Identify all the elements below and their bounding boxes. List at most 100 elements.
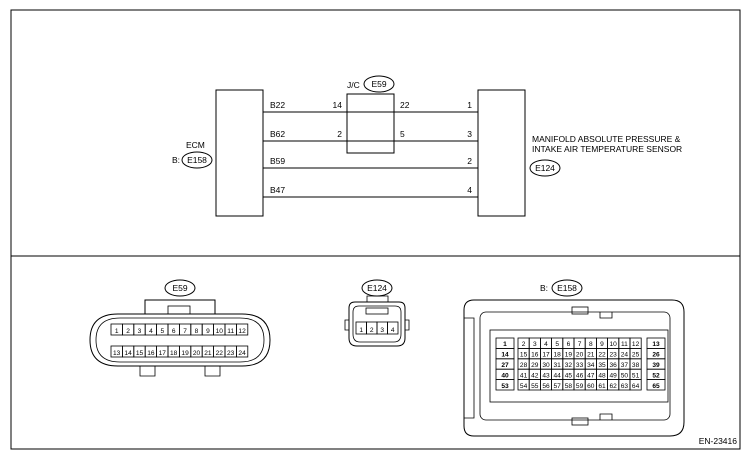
e158-pin: 37 <box>621 362 629 369</box>
e158-pin: 11 <box>621 341 628 348</box>
e158-pin: 62 <box>610 383 618 390</box>
e59-body <box>89 313 271 367</box>
e59-pin: 3 <box>138 328 142 335</box>
sensor-pin-1: 1 <box>467 100 472 110</box>
sensor-pin-2: 3 <box>467 129 472 139</box>
e158-pin: 55 <box>531 383 539 390</box>
e59-pin: 12 <box>238 328 246 335</box>
e59-pin: 10 <box>216 328 224 335</box>
ecm-connector-badge <box>181 151 213 169</box>
e158-pin: 30 <box>542 362 550 369</box>
e124-body <box>348 301 406 347</box>
e158-pin: 13 <box>652 341 660 348</box>
e158-pin: 21 <box>587 352 595 359</box>
ecm-pin-3: B59 <box>270 156 285 166</box>
jc-right-pin-1: 22 <box>400 100 410 110</box>
sensor-label-line2: INTAKE AIR TEMPERATURE SENSOR <box>532 144 682 154</box>
ecm-box <box>215 89 264 217</box>
e158-pin: 43 <box>542 372 550 379</box>
e158-pin-cell <box>646 379 666 391</box>
e158-pin: 42 <box>531 372 539 379</box>
e158-pin: 45 <box>565 372 573 379</box>
e158-pin: 65 <box>652 383 660 390</box>
e59-pin: 19 <box>181 350 189 357</box>
e124-badge-text: E124 <box>367 283 387 293</box>
e158-pin: 58 <box>565 383 573 390</box>
e158-pin: 38 <box>632 362 640 369</box>
e158-prefix: B: <box>540 283 548 293</box>
e59-pin: 20 <box>193 350 201 357</box>
e59-pin-cell <box>235 345 249 358</box>
e158-pin: 44 <box>554 372 562 379</box>
e158-pin-cell <box>495 379 515 391</box>
e158-pin: 41 <box>520 372 528 379</box>
e158-pin: 35 <box>598 362 606 369</box>
ecm-pin-2: B62 <box>270 129 285 139</box>
e158-pin: 7 <box>578 341 582 348</box>
e59-pin-cell <box>235 323 249 336</box>
e158-pin: 46 <box>576 372 584 379</box>
e158-pin: 59 <box>576 383 584 390</box>
e59-pin: 6 <box>172 328 176 335</box>
e158-pin: 17 <box>542 352 550 359</box>
ecm-pin-1: B22 <box>270 100 285 110</box>
e158-pin: 3 <box>533 341 537 348</box>
sensor-pin-3: 2 <box>467 156 472 166</box>
e158-pin: 22 <box>598 352 606 359</box>
e158-pin: 60 <box>587 383 595 390</box>
ecm-connector-prefix: B: <box>172 155 180 165</box>
e59-badge <box>164 279 196 297</box>
e158-body <box>463 299 685 437</box>
e158-pin: 18 <box>554 352 562 359</box>
e59-pin: 8 <box>195 328 199 335</box>
e158-pin: 39 <box>652 362 660 369</box>
e124-pin-cell <box>387 321 399 335</box>
e158-pin: 49 <box>610 372 618 379</box>
ecm-connector-badge-text: E158 <box>187 155 207 165</box>
e59-pin: 24 <box>238 350 246 357</box>
e59-pin: 23 <box>227 350 235 357</box>
e158-pin: 9 <box>600 341 604 348</box>
e158-pin: 27 <box>501 362 509 369</box>
e158-pin: 34 <box>587 362 595 369</box>
e158-pin: 29 <box>531 362 539 369</box>
e158-pin: 56 <box>542 383 550 390</box>
e158-pin: 23 <box>610 352 618 359</box>
e158-pin: 2 <box>522 341 526 348</box>
e59-pin: 21 <box>204 350 212 357</box>
e158-pin: 10 <box>610 341 618 348</box>
figure-id: EN-23416 <box>699 436 738 446</box>
e158-pin: 61 <box>598 383 606 390</box>
e158-pin: 14 <box>501 352 509 359</box>
e158-pin: 52 <box>652 372 660 379</box>
jc-left-pin-1: 14 <box>333 100 343 110</box>
e158-pin: 12 <box>632 341 640 348</box>
e158-pin: 64 <box>632 383 640 390</box>
e124-pin: 4 <box>391 327 395 334</box>
e158-pin: 5 <box>555 341 559 348</box>
e158-pin: 36 <box>610 362 618 369</box>
e158-pin: 50 <box>621 372 629 379</box>
e158-badge <box>551 279 583 297</box>
e158-pin: 53 <box>501 383 509 390</box>
e158-pin: 47 <box>587 372 595 379</box>
sensor-badge <box>529 159 561 177</box>
sensor-pin-4: 4 <box>467 185 472 195</box>
e158-pin: 40 <box>501 372 509 379</box>
jc-right-pin-2: 5 <box>400 129 405 139</box>
e59-pin: 17 <box>159 350 167 357</box>
e158-pin: 25 <box>632 352 640 359</box>
jc-box <box>346 93 395 154</box>
e158-pin: 6 <box>567 341 571 348</box>
e158-pin: 24 <box>621 352 629 359</box>
e158-badge-text: E158 <box>557 283 577 293</box>
e158-pin: 54 <box>520 383 528 390</box>
e59-pin: 22 <box>216 350 224 357</box>
e158-pin: 48 <box>598 372 606 379</box>
